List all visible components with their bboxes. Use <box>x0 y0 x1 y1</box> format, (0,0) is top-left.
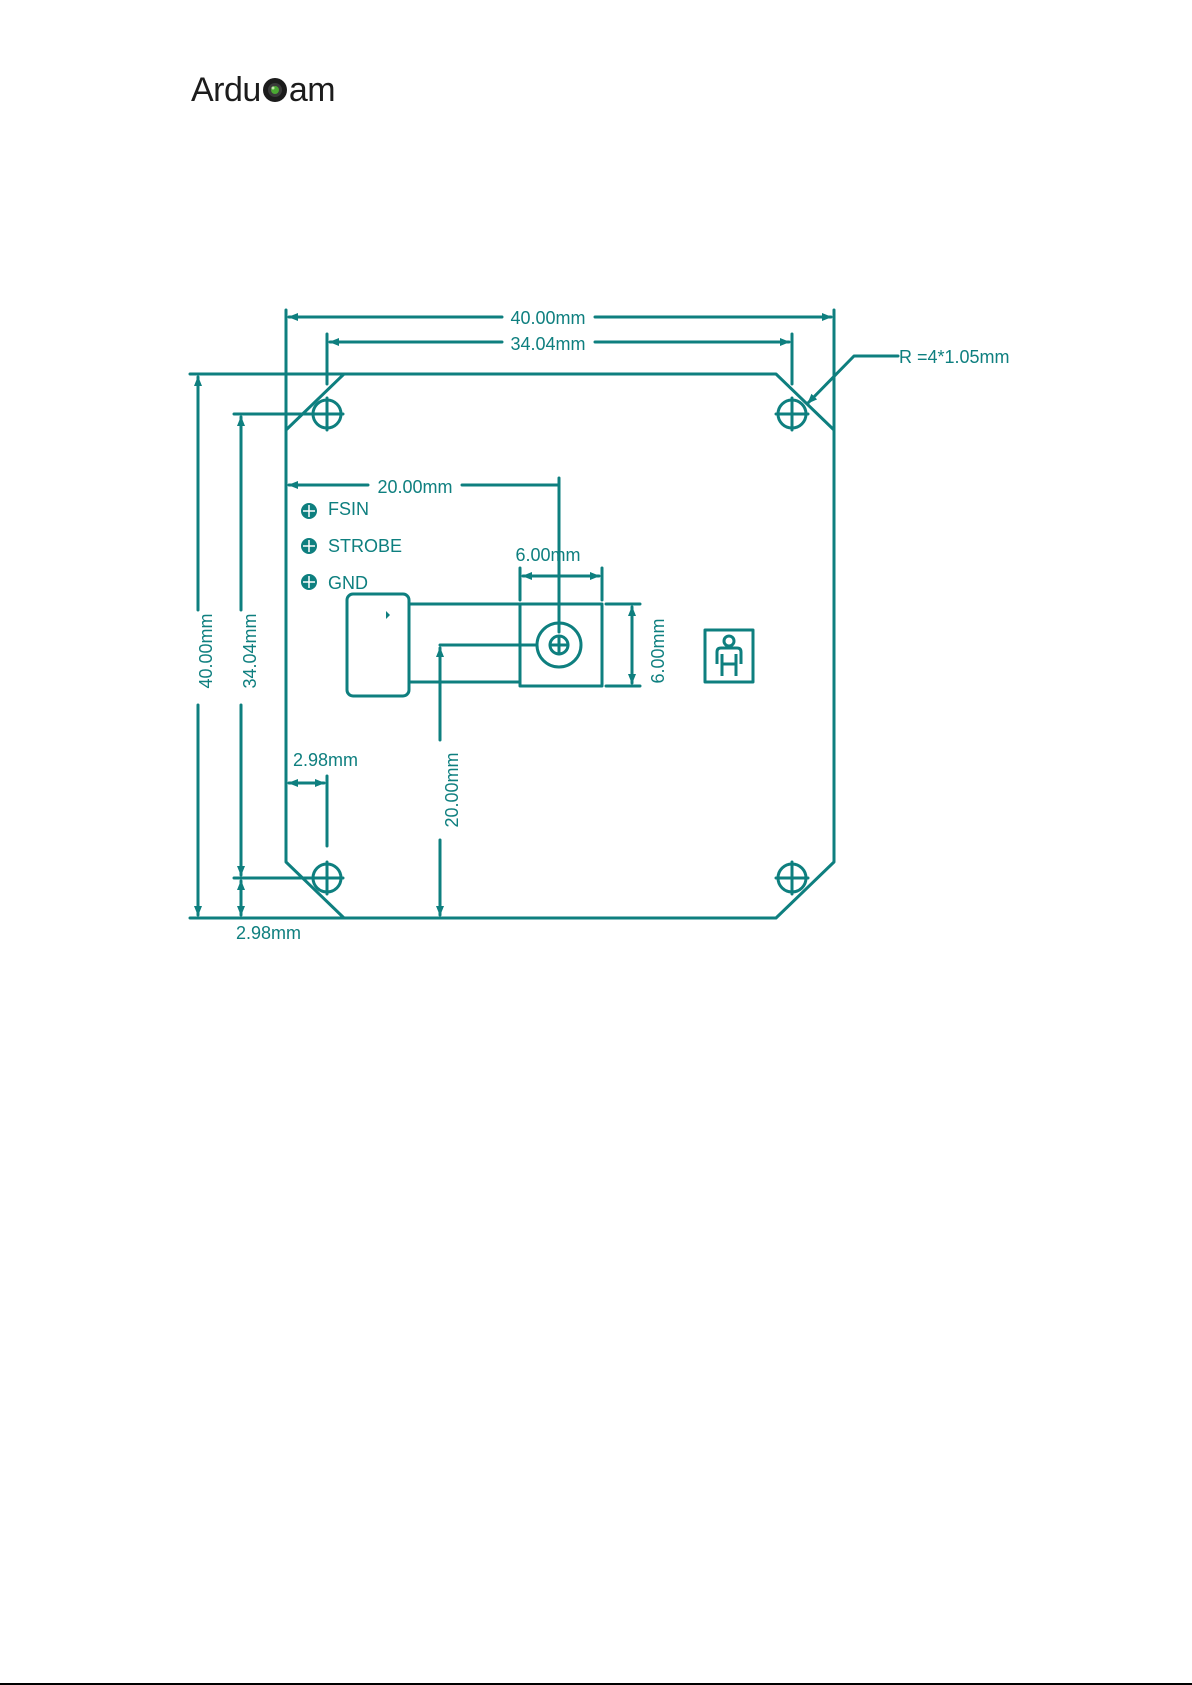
dim-lens-center-x: 20.00mm <box>377 477 452 497</box>
person-icon-box <box>705 630 753 682</box>
dim-hole-offset-y: 2.98mm <box>236 923 301 943</box>
dim-overall-width: 40.00mm <box>510 308 585 328</box>
dim-lens-center-y: 20.00mm <box>442 752 462 827</box>
connector-pin1-mark <box>386 611 390 619</box>
pin-label-strobe: STROBE <box>328 536 402 556</box>
mounting-hole-top-right <box>776 398 808 430</box>
dim-lens-height: 6.00mm <box>648 618 668 683</box>
mounting-hole-bottom-right <box>776 862 808 894</box>
pin-label-gnd: GND <box>328 573 368 593</box>
dim-overall-height: 40.00mm <box>196 613 216 688</box>
dim-hole-offset-x: 2.98mm <box>293 750 358 770</box>
person-icon <box>717 636 741 676</box>
dim-lens-width: 6.00mm <box>515 545 580 565</box>
dim-mounting-hole-radius: R =4*1.05mm <box>899 347 1010 367</box>
dim-hole-spacing-x: 34.04mm <box>510 334 585 354</box>
dim-hole-spacing-y: 34.04mm <box>240 613 260 688</box>
fpc-connector <box>347 594 409 696</box>
pin-label-fsin: FSIN <box>328 499 369 519</box>
